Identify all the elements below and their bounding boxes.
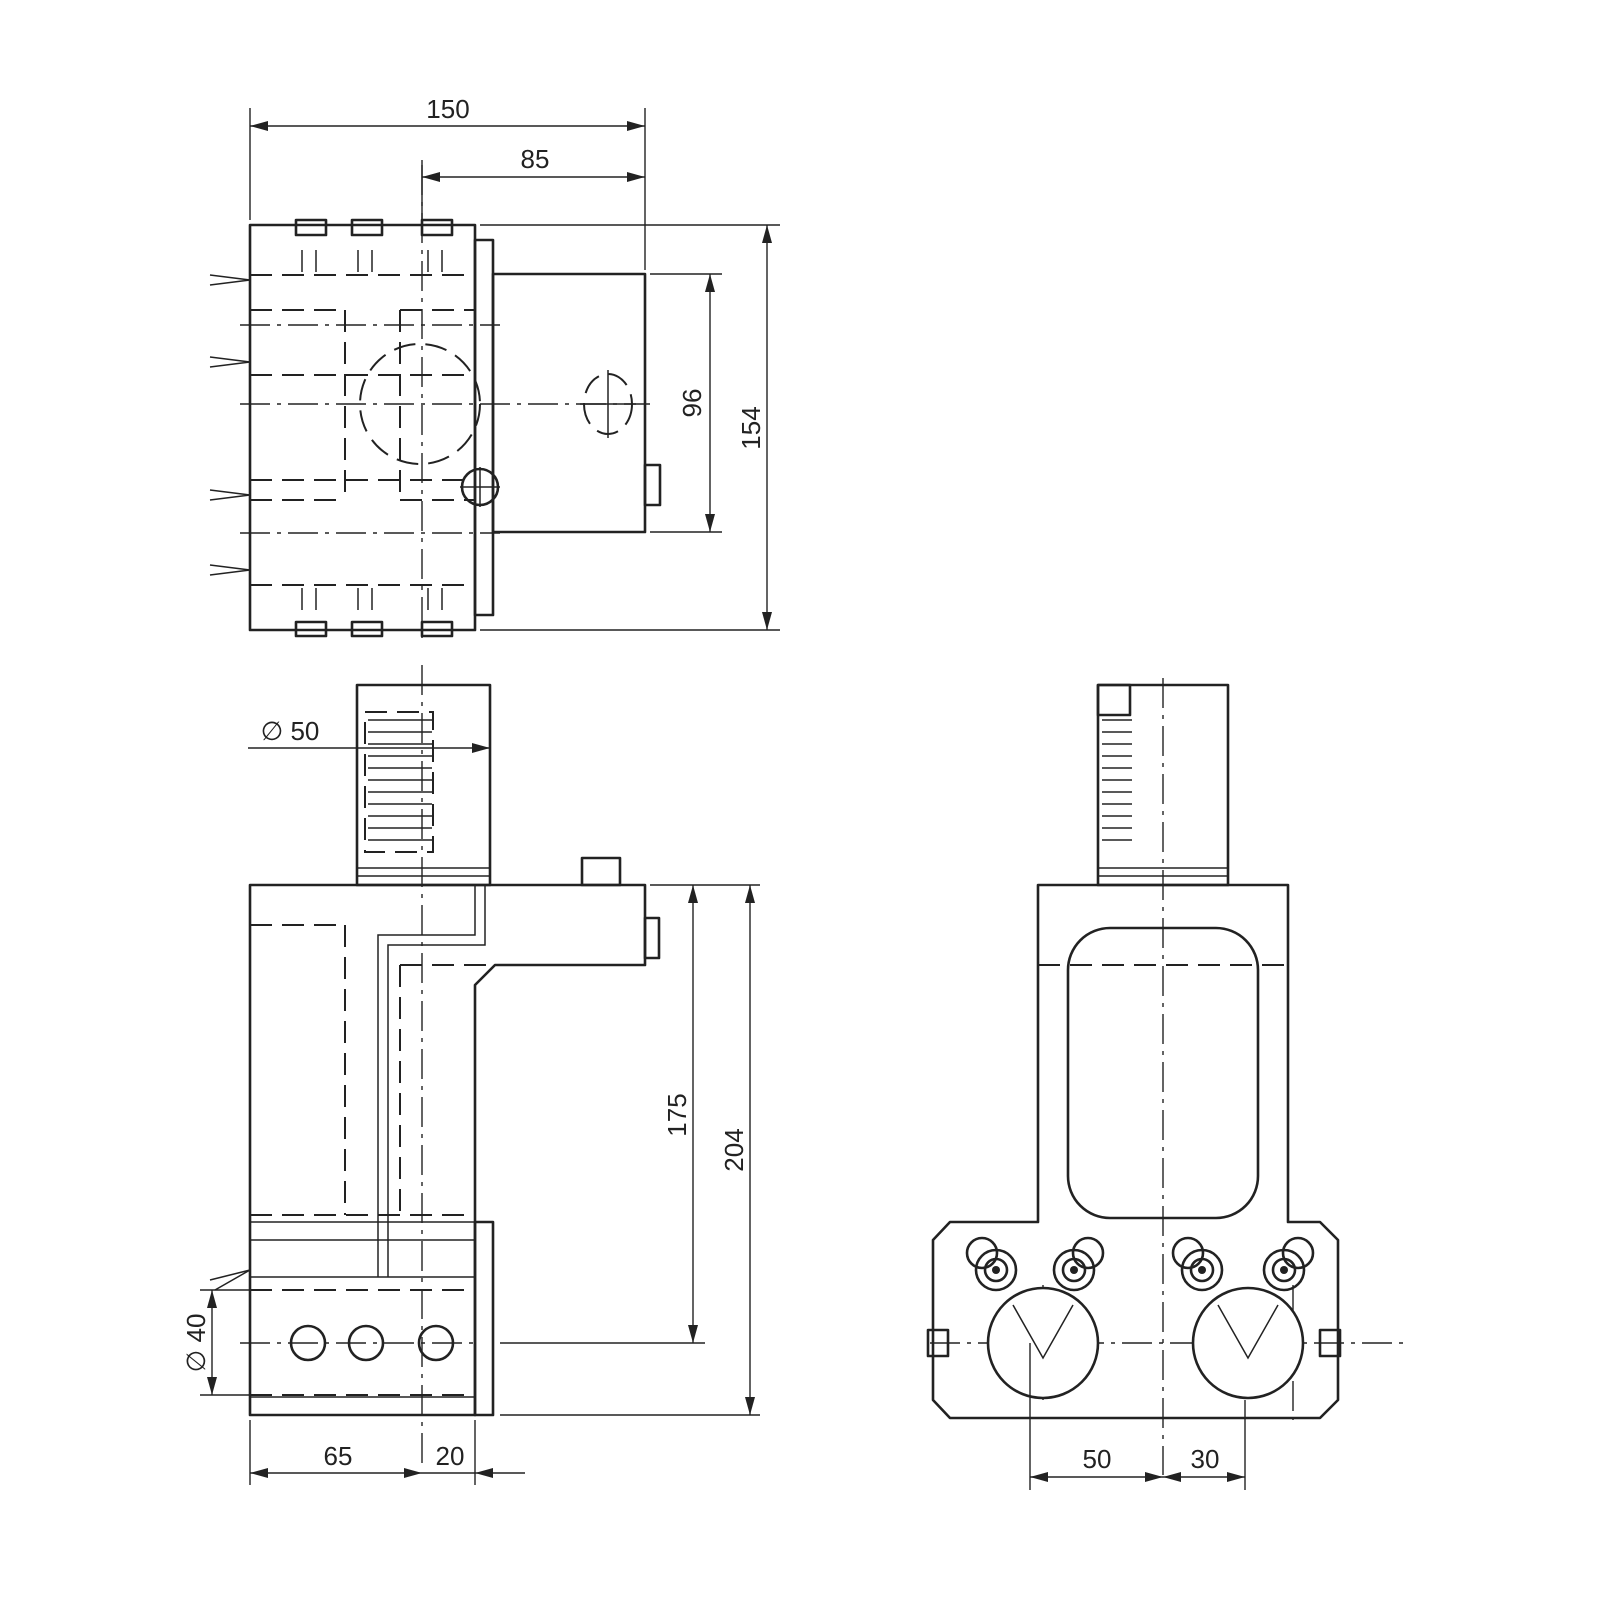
dim-154: 154 bbox=[736, 406, 766, 449]
front-view bbox=[209, 665, 661, 1470]
front-view-dimensions: ∅ 50 175 204 ∅ 40 65 20 bbox=[181, 716, 760, 1485]
screw-cluster-4 bbox=[1262, 1236, 1315, 1292]
screw-cluster-2 bbox=[1052, 1236, 1105, 1292]
dim-150: 150 bbox=[426, 94, 469, 124]
dim-50: 50 bbox=[1083, 1444, 1112, 1474]
top-view bbox=[209, 165, 662, 640]
screw-cluster-1 bbox=[965, 1236, 1018, 1292]
dim-85: 85 bbox=[521, 144, 550, 174]
dim-30: 30 bbox=[1191, 1444, 1220, 1474]
top-view-dimensions: 150 85 96 154 bbox=[249, 94, 780, 631]
side-view-dimensions: 50 30 bbox=[1029, 1343, 1246, 1490]
screw-cluster-3 bbox=[1171, 1236, 1224, 1292]
side-view bbox=[926, 678, 1405, 1475]
dim-204: 204 bbox=[719, 1128, 749, 1171]
dim-96: 96 bbox=[677, 389, 707, 418]
dim-diameter-40: ∅ 40 bbox=[181, 1314, 211, 1373]
side-shank-thread bbox=[1102, 719, 1132, 841]
dim-20: 20 bbox=[436, 1441, 465, 1471]
dim-65: 65 bbox=[324, 1441, 353, 1471]
dim-diameter-50: ∅ 50 bbox=[261, 716, 320, 746]
dim-175: 175 bbox=[662, 1093, 692, 1136]
